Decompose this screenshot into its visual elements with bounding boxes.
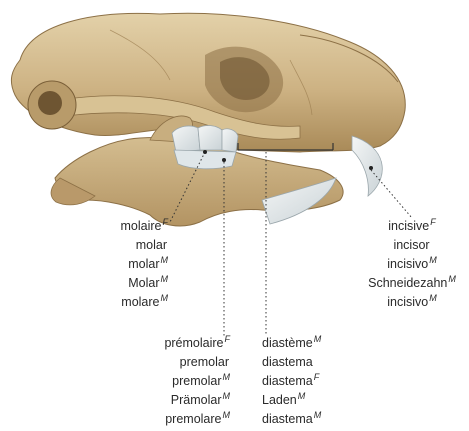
- incisor-term-fr: incisiveF: [358, 217, 466, 236]
- ear-canal: [38, 91, 62, 115]
- incisor-term-es: incisivoM: [358, 255, 466, 274]
- molar-teeth: [172, 126, 238, 169]
- diastema-label: diastèmeM diastema diastemaF LadenM dias…: [262, 334, 362, 429]
- diastema-term-fr: diastèmeM: [262, 334, 362, 353]
- incisor-leader: [371, 170, 412, 218]
- premolar-label: prémolaireF premolar premolarM PrämolarM…: [118, 334, 230, 429]
- incisor-term-en: incisor: [358, 236, 466, 255]
- incisor-term-de: SchneidezahnM: [358, 274, 466, 293]
- premolar-term-es: premolarM: [118, 372, 230, 391]
- molar-label: molaireF molar molarM MolarM molareM: [60, 217, 168, 312]
- molar-term-it: molareM: [60, 293, 168, 312]
- incisor-label: incisiveF incisor incisivoM Schneidezahn…: [358, 217, 466, 312]
- premolar-term-en: premolar: [118, 353, 230, 372]
- diastema-term-it: diastemaM: [262, 410, 362, 429]
- molar-term-de: MolarM: [60, 274, 168, 293]
- molar-term-es: molarM: [60, 255, 168, 274]
- premolar-term-de: PrämolarM: [118, 391, 230, 410]
- diastema-term-de: LadenM: [262, 391, 362, 410]
- molar-term-fr: molaireF: [60, 217, 168, 236]
- incisor-term-it: incisivoM: [358, 293, 466, 312]
- diastema-term-en: diastema: [262, 353, 362, 372]
- premolar-term-fr: prémolaireF: [118, 334, 230, 353]
- premolar-term-it: premolareM: [118, 410, 230, 429]
- diastema-term-es: diastemaF: [262, 372, 362, 391]
- molar-term-en: molar: [60, 236, 168, 255]
